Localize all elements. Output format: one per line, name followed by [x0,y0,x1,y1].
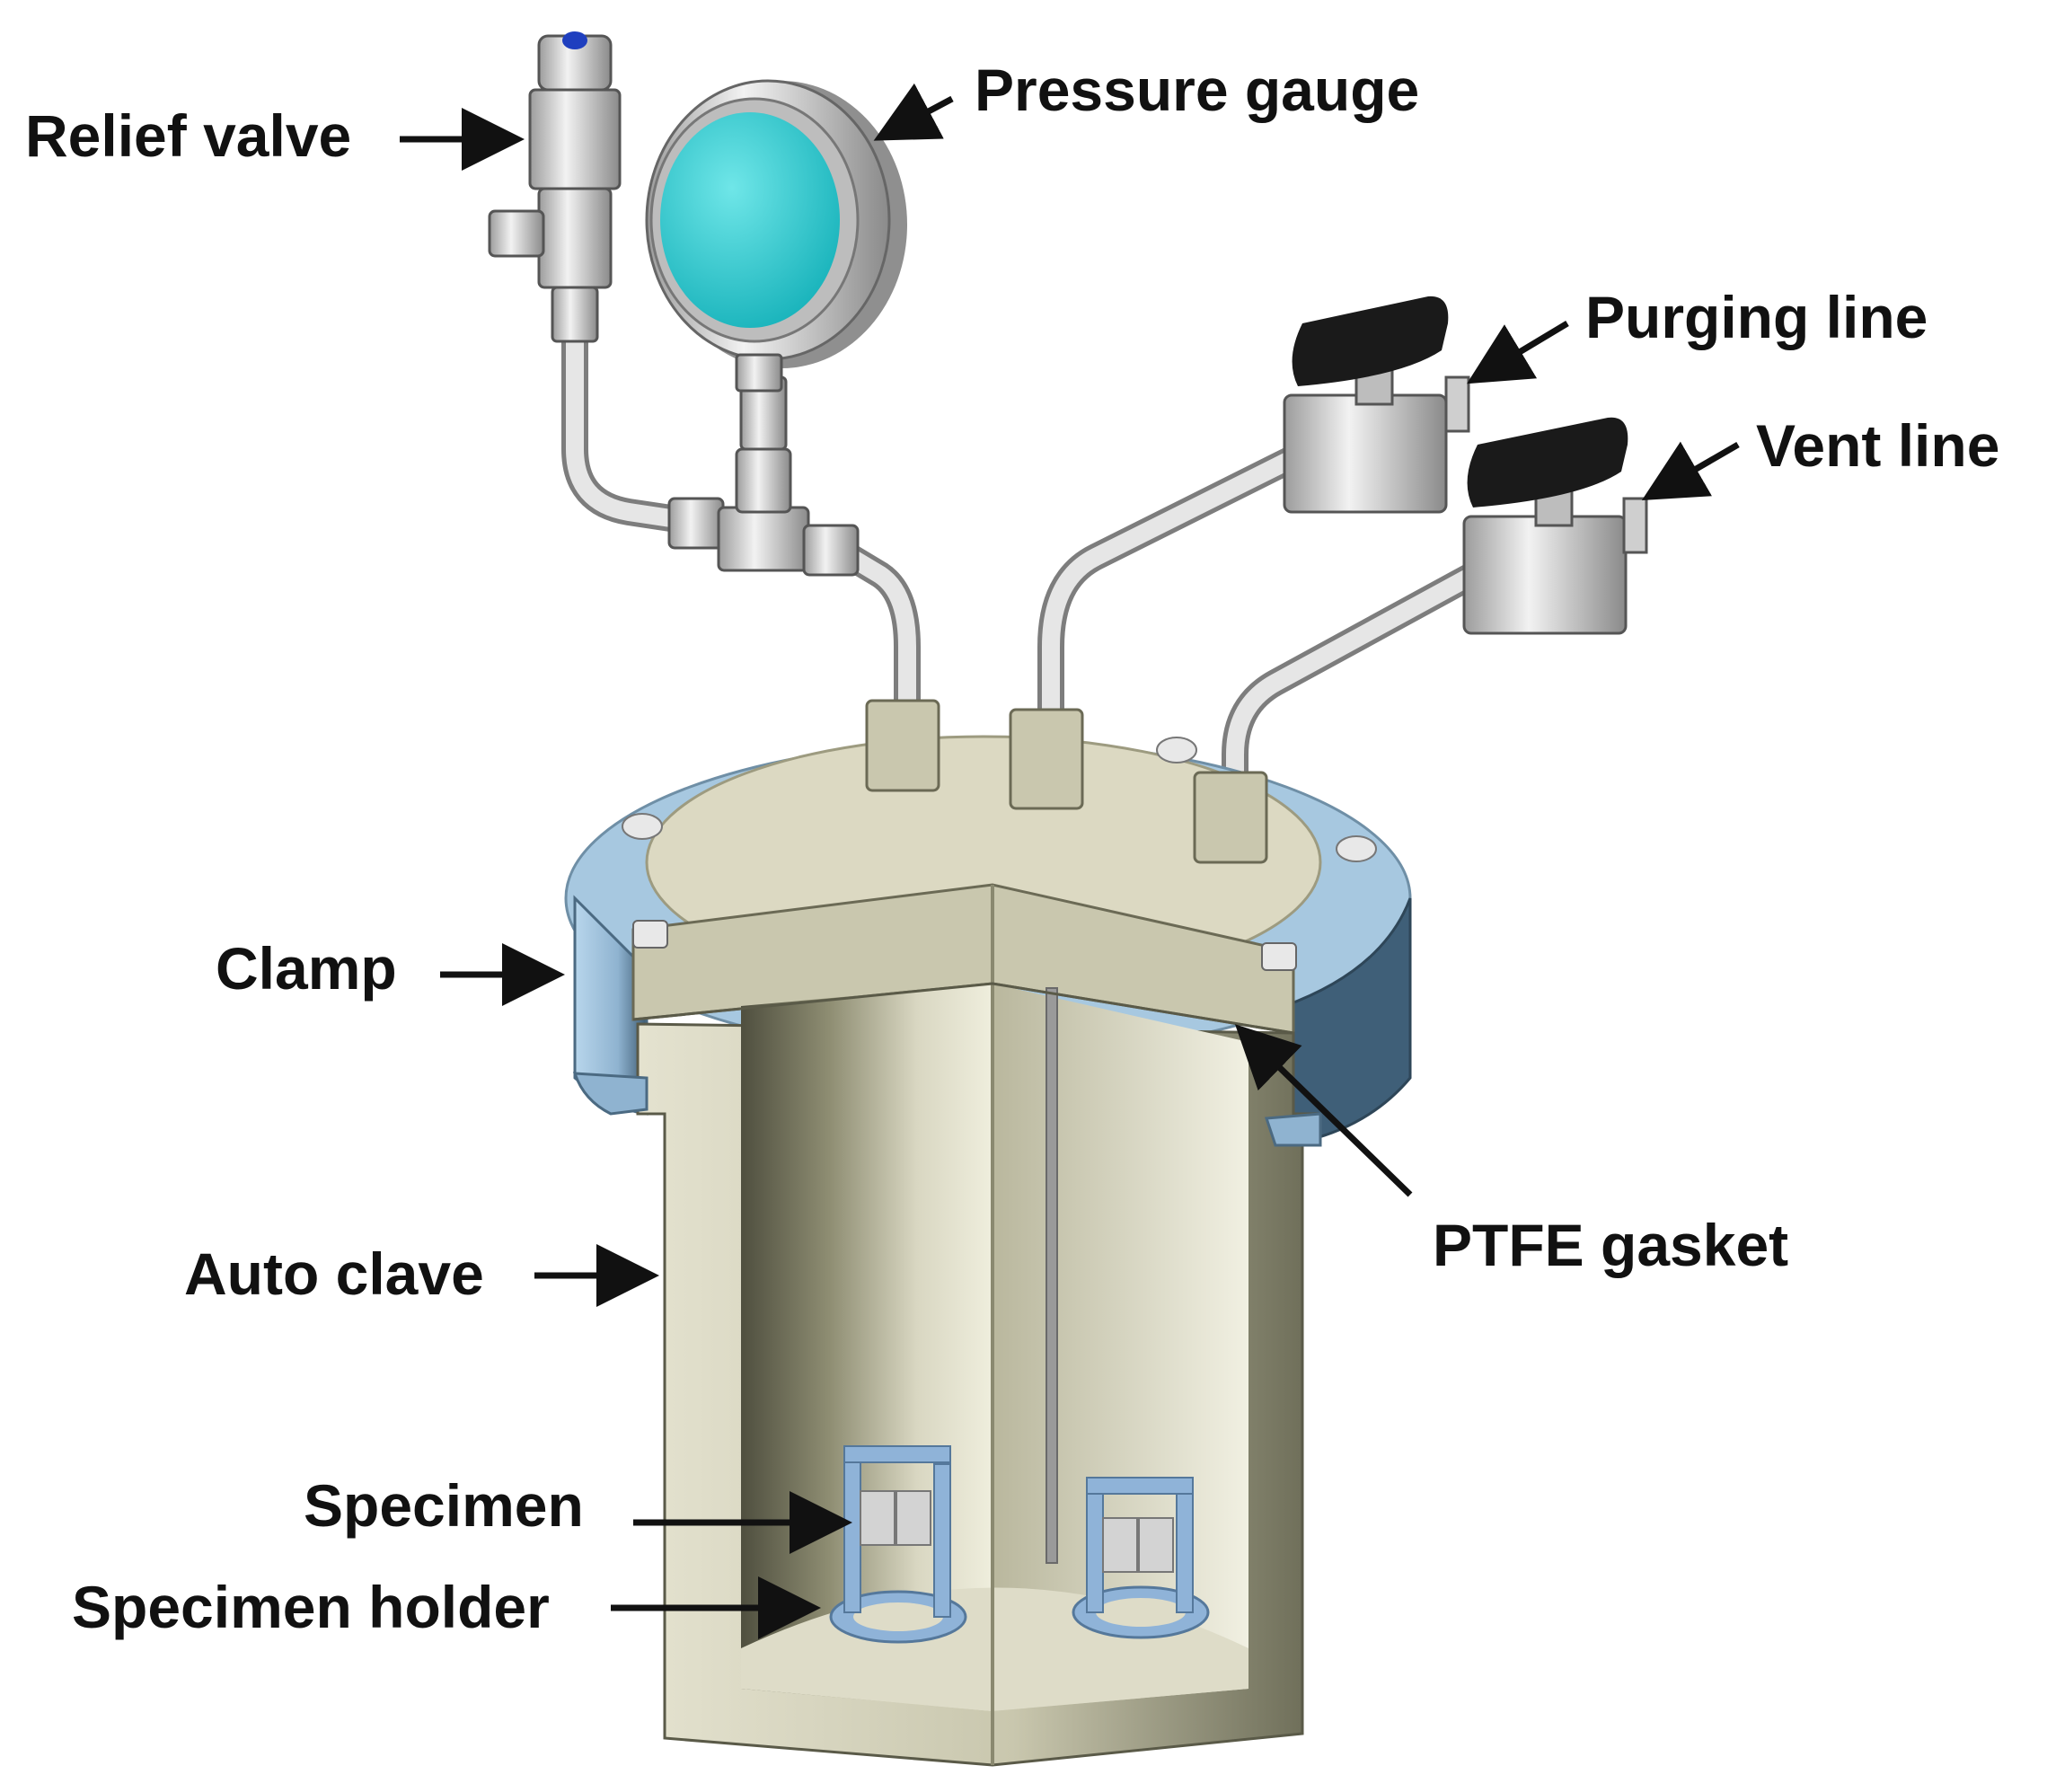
specimen-label: Specimen [304,1472,584,1539]
specimen-holder-label: Specimen holder [72,1574,550,1640]
specimen-holder-right [1072,1477,1210,1639]
purging-valve-part [1283,296,1470,514]
clamp-lips [572,920,1322,1147]
ptfe-gasket-arrow [1234,1024,1413,1197]
purging-line-arrow [1466,320,1569,384]
vent-valve-part [1462,417,1648,635]
purging-line-label: Purging line [1585,284,1928,350]
pressure-gauge-arrow [873,83,954,141]
relief-valve-label: Relief valve [25,102,352,169]
pressure-gauge-label: Pressure gauge [975,57,1420,123]
autoclave-body-part [631,883,1322,1767]
vent-line-label: Vent line [1756,412,2000,479]
ptfe-gasket-label: PTFE gasket [1433,1212,1789,1278]
pressure-gauge-part [645,79,907,393]
tubing [561,319,1487,795]
relief-valve-part [488,31,622,343]
specimen-holder-left [829,1445,967,1644]
tee-fitting [667,375,860,577]
vent-line-arrow [1641,441,1740,501]
auto-clave-label: Auto clave [184,1240,484,1307]
clamp-label: Clamp [216,935,397,1002]
